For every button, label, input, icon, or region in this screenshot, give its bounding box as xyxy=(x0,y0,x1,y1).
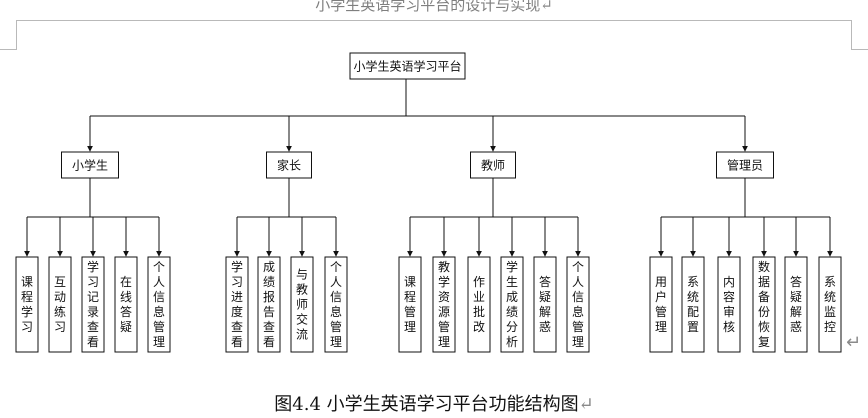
role-label-1: 家长 xyxy=(277,158,301,173)
role-label-0: 小学生 xyxy=(72,158,108,173)
role-box-1 xyxy=(266,151,312,179)
function-box-2-1 xyxy=(432,256,456,353)
function-box-1-1 xyxy=(257,256,281,353)
function-box-1-2 xyxy=(290,256,314,353)
header-text: 小学生英语学习平台的设计与实现 xyxy=(315,0,541,14)
function-box-3-2 xyxy=(717,256,741,353)
function-label-2-3: 学生成绩分析 xyxy=(506,259,518,349)
root-node-label: 小学生英语学习平台 xyxy=(353,59,461,74)
function-box-3-4 xyxy=(784,256,808,353)
function-box-0-1 xyxy=(48,256,72,353)
function-label-3-4: 答疑解惑 xyxy=(790,274,802,334)
function-label-0-3: 在线答疑 xyxy=(120,275,132,334)
function-box-0-3 xyxy=(114,256,138,353)
figure-caption: 图4.4 小学生英语学习平台功能结构图↵ xyxy=(0,393,868,417)
header-rule xyxy=(16,20,852,21)
top-left-corner-mark-horizontal xyxy=(0,49,17,50)
function-label-3-5: 系统监控 xyxy=(824,275,836,334)
function-label-1-1: 成绩报告查看 xyxy=(263,260,275,349)
function-box-0-4 xyxy=(147,256,171,353)
root-node-box xyxy=(349,52,466,80)
page-header: 小学生英语学习平台的设计与实现↵ xyxy=(0,0,868,22)
function-box-2-2 xyxy=(467,256,491,353)
role-label-3: 管理员 xyxy=(727,158,763,173)
function-box-2-3 xyxy=(500,256,524,353)
role-box-2 xyxy=(470,151,516,179)
function-box-3-1 xyxy=(681,256,705,353)
function-label-2-5: 个人信息管理 xyxy=(572,260,584,349)
function-box-0-0 xyxy=(15,256,39,353)
return-arrow-icon: ↵ xyxy=(846,332,862,353)
function-box-0-2 xyxy=(81,256,105,353)
function-label-2-0: 课程管理 xyxy=(404,275,416,334)
function-label-1-0: 学习进度查看 xyxy=(231,259,243,349)
function-box-3-5 xyxy=(818,256,842,353)
function-label-3-0: 用户管理 xyxy=(655,275,667,334)
function-box-1-0 xyxy=(225,256,249,353)
function-label-2-4: 答疑解惑 xyxy=(539,274,551,334)
function-label-2-1: 教学资源管理 xyxy=(438,259,450,349)
function-label-1-3: 个人信息管理 xyxy=(330,260,342,349)
function-label-3-2: 内容审核 xyxy=(723,275,735,334)
function-label-3-1: 系统配置 xyxy=(687,275,699,334)
function-box-2-4 xyxy=(533,256,557,353)
function-box-3-0 xyxy=(649,256,673,353)
function-box-2-5 xyxy=(566,256,590,353)
caption-paragraph-mark: ↵ xyxy=(578,394,594,415)
function-label-0-1: 互动练习 xyxy=(54,275,66,334)
function-label-0-2: 学习记录查看 xyxy=(87,259,99,349)
function-label-0-4: 个人信息管理 xyxy=(153,260,165,349)
function-label-3-3: 数据备份恢复 xyxy=(758,259,770,349)
top-left-corner-mark-vertical xyxy=(16,20,17,50)
top-right-corner-mark-horizontal xyxy=(851,49,868,50)
function-label-1-2: 与教师交流 xyxy=(296,268,308,342)
top-right-corner-mark-vertical xyxy=(851,20,852,50)
role-label-2: 教师 xyxy=(481,158,505,173)
header-paragraph-mark: ↵ xyxy=(540,0,553,14)
caption-text: 图4.4 小学生英语学习平台功能结构图 xyxy=(274,394,579,415)
function-box-2-0 xyxy=(398,256,422,353)
function-box-3-3 xyxy=(752,256,776,353)
function-label-0-0: 课程学习 xyxy=(21,275,33,334)
function-label-2-2: 作业批改 xyxy=(473,275,485,334)
function-box-1-3 xyxy=(324,256,348,353)
